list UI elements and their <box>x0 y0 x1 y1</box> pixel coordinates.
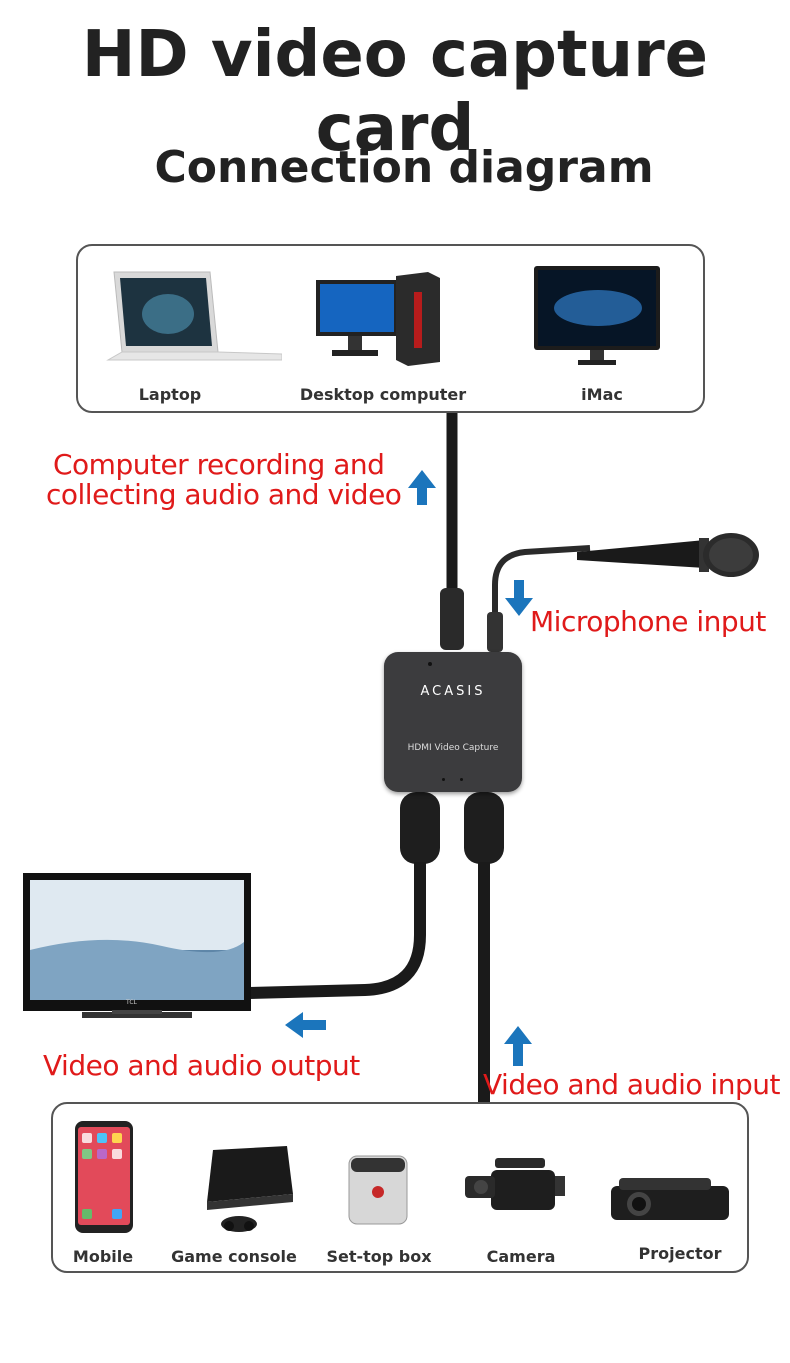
arrow-up-input <box>504 1026 532 1066</box>
led-dot <box>460 778 463 781</box>
microphone-label: Microphone input <box>530 605 766 638</box>
output-label: Video and audio output <box>43 1049 360 1082</box>
set-top-box-icon <box>348 1155 408 1225</box>
microphone-icon <box>577 533 759 577</box>
page-subtitle: Connection diagram <box>154 142 654 193</box>
usb-connector <box>440 588 464 650</box>
bottom-device-label: Set-top box <box>326 1247 432 1266</box>
recording-label-line2: collecting audio and video <box>46 478 402 511</box>
led-dot <box>442 778 445 781</box>
bottom-device-label: Projector <box>638 1244 722 1263</box>
source-devices-box: Mobile Game console Set-top box Camera P… <box>51 1102 749 1273</box>
tv-brand: TCL <box>126 999 137 1006</box>
bottom-device-label: Game console <box>171 1247 297 1266</box>
model-text: HDMI Video Capture <box>407 743 499 753</box>
imac-icon <box>534 266 660 365</box>
projector-icon <box>611 1178 729 1220</box>
hdmi-out-connector <box>400 792 440 864</box>
mic-cable <box>492 545 591 620</box>
mobile-icon <box>75 1121 133 1233</box>
game-console-icon <box>207 1146 293 1232</box>
top-device-label: Desktop computer <box>299 385 467 404</box>
desktop-computer-icon <box>316 272 440 366</box>
camera-icon <box>465 1158 565 1210</box>
tv-icon <box>23 873 251 1018</box>
bottom-device-label: Camera <box>486 1247 556 1266</box>
recording-label-line1: Computer recording and <box>53 448 385 481</box>
top-device-label: Laptop <box>138 385 202 404</box>
arrow-up-recording <box>408 470 436 505</box>
top-device-label: iMac <box>581 385 623 404</box>
laptop-icon <box>106 271 282 361</box>
brand-logo: ACASIS <box>420 684 486 699</box>
arrow-down-microphone <box>505 580 533 616</box>
bottom-device-label: Mobile <box>72 1247 134 1266</box>
arrow-left-output <box>285 1012 326 1038</box>
computers-box: Laptop Desktop computer iMac <box>76 244 705 413</box>
capture-card: ACASIS HDMI Video Capture <box>384 652 522 792</box>
page-title: HD video capture card <box>81 18 709 166</box>
mic-plug <box>487 612 503 652</box>
input-label: Video and audio input <box>483 1068 780 1101</box>
hdmi-in-connector <box>464 792 504 864</box>
led-dot <box>428 662 432 666</box>
hdmi-out-cable <box>247 862 426 999</box>
